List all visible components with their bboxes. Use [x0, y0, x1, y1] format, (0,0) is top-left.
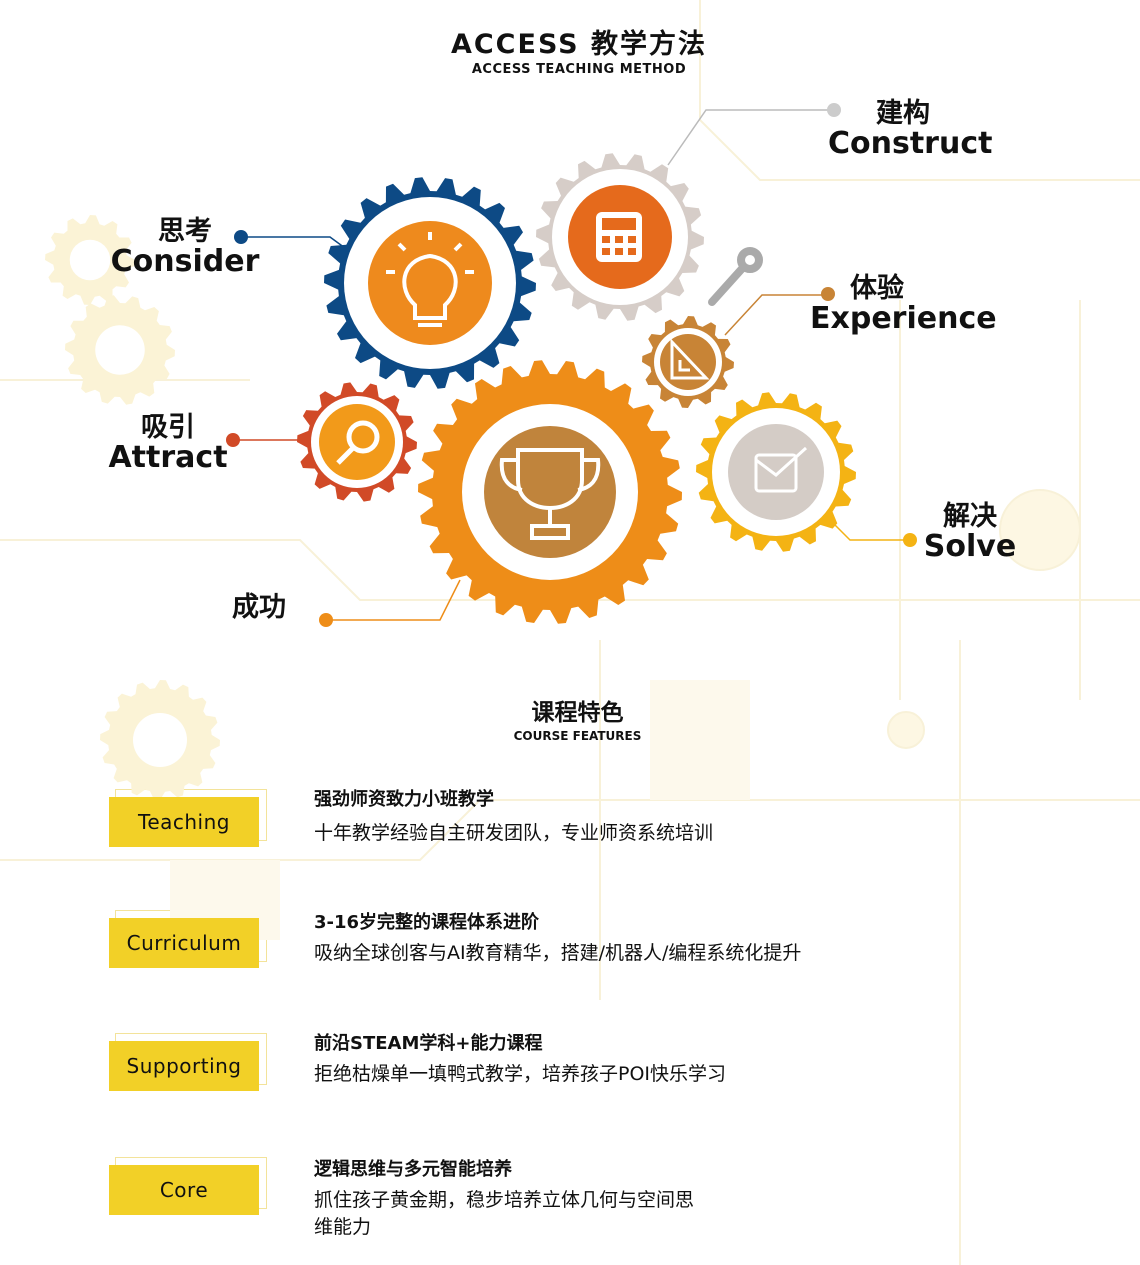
features-title: 课程特色: [531, 700, 624, 726]
envelope-check-icon: [754, 446, 808, 493]
label-en: Consider: [110, 244, 260, 280]
feature-title: 3-16岁完整的课程体系进阶: [314, 912, 540, 933]
feature-tag: Teaching: [109, 789, 267, 847]
feature-tag: Core: [109, 1157, 267, 1215]
gear-attract: [297, 382, 417, 502]
magnifier-icon: [336, 420, 380, 465]
trophy-icon: [499, 448, 601, 540]
gear-experience: [642, 316, 734, 408]
calculator-icon: [596, 212, 642, 262]
gear-label-success: 成功: [232, 592, 286, 623]
gear-solve: [696, 392, 856, 552]
feature-desc: 吸纳全球创客与AI教育精华，搭建/机器人/编程系统化提升: [314, 942, 802, 964]
features-subtitle: COURSE FEATURES: [513, 729, 642, 743]
feature-title: 逻辑思维与多元智能培养: [314, 1159, 512, 1180]
page-title: ACCESS 教学方法: [450, 29, 708, 60]
gear-consider: [324, 177, 536, 389]
label-en: Solve: [923, 529, 1017, 565]
label-cn: 思考: [158, 216, 212, 247]
label-cn: 吸引: [141, 412, 195, 443]
feature-desc: 拒绝枯燥单一填鸭式教学，培养孩子POI快乐学习: [314, 1063, 727, 1085]
label-cn: 建构: [876, 98, 930, 129]
lightbulb-icon: [386, 232, 474, 327]
label-cn: 体验: [850, 273, 904, 304]
page-subtitle: ACCESS TEACHING METHOD: [471, 62, 687, 77]
feature-desc: 抓住孩子黄金期，稳步培养立体几何与空间思维能力: [314, 1189, 695, 1238]
label-cn: 解决: [943, 501, 997, 532]
label-en: Experience: [810, 301, 997, 337]
label-en: Attract: [108, 440, 228, 476]
feature-tag: Supporting: [109, 1033, 267, 1091]
ruler-triangle-icon: [670, 338, 710, 380]
feature-desc: 十年教学经验自主研发团队，专业师资系统培训: [314, 822, 714, 844]
gear-diagram: [226, 103, 917, 627]
feature-title: 强劲师资致力小班教学: [314, 789, 494, 810]
wrench-icon: [708, 247, 763, 306]
feature-title: 前沿STEAM学科+能力课程: [314, 1033, 543, 1054]
label-cn: 成功: [232, 592, 286, 623]
label-en: Construct: [828, 126, 993, 162]
feature-tag: Curriculum: [109, 910, 267, 968]
gear-success: [418, 360, 682, 624]
